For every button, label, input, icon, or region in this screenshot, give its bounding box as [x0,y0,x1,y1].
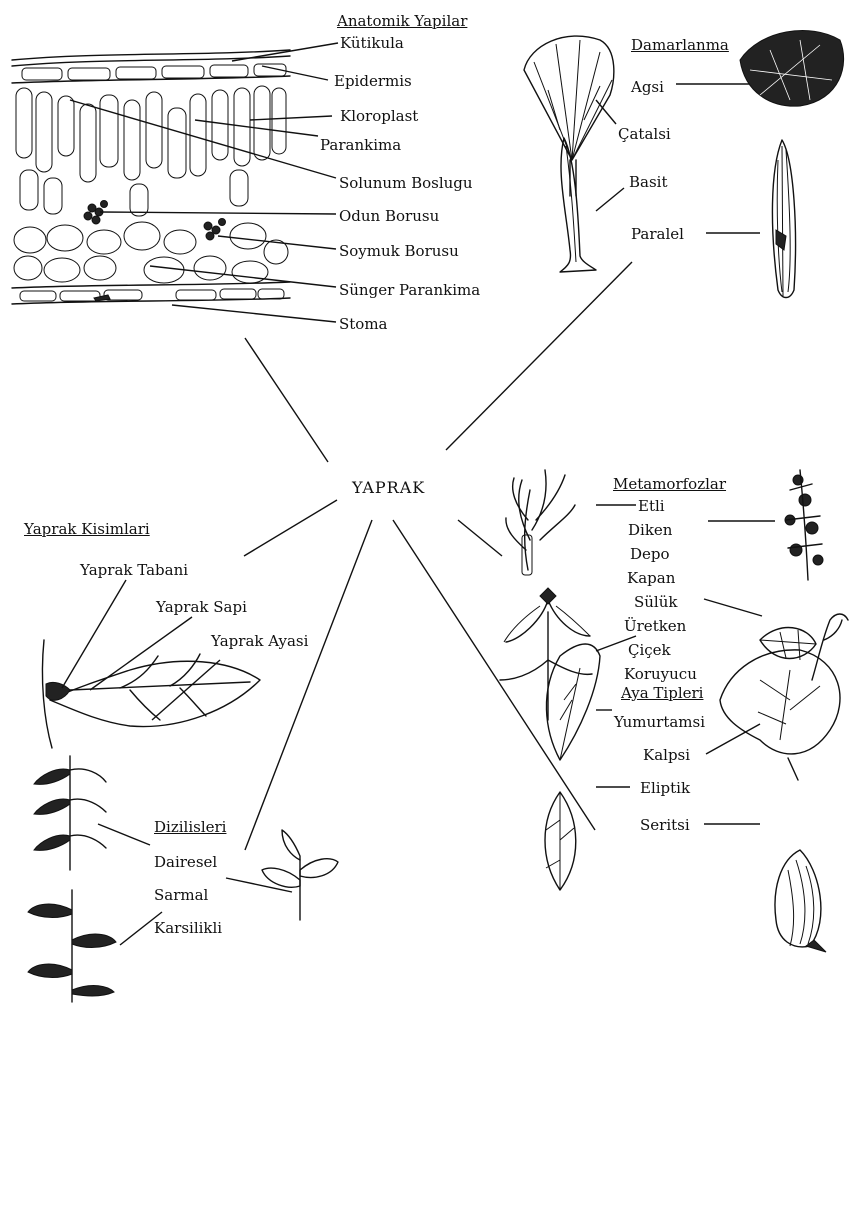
venation-label-simple: Basit [629,173,668,191]
anatomy-label-respiration-cavity: Solunum Boslugu [339,174,473,192]
blade-label-cordate: Kalpsi [643,746,690,764]
venation-drawings [524,30,844,297]
metamorph-label-productive: Üretken [624,617,686,635]
anatomy-label-stoma: Stoma [339,315,388,333]
venation-label-parallel: Paralel [631,225,684,243]
venation-label-forked: Çatalsi [618,125,671,143]
blade-label-ovate: Yumurtamsi [614,713,705,731]
anatomy-leaders [70,43,338,322]
metamorph-label-fleshy: Etli [638,497,665,515]
anatomy-label-parenchyma: Parankima [320,136,401,154]
arrangement-label-spiral: Sarmal [154,886,208,904]
blade-label-elliptic: Eliptik [640,779,690,797]
venation-leaders [596,84,760,233]
leaf-parts-drawing [42,640,260,748]
parts-label-blade: Yaprak Ayasi [211,632,308,650]
metamorph-label-trap: Kapan [627,569,675,587]
arrangement-label-whorled: Dairesel [154,853,217,871]
blade-title: Aya Tipleri [621,684,703,702]
venation-label-net: Agsi [631,78,664,96]
parts-title: Yaprak Kisimlari [24,520,150,538]
connector-metamorph [458,520,502,556]
venation-title: Damarlanma [631,36,729,54]
blade-label-linear: Seritsi [640,816,690,834]
metamorph-label-tendril: Sülük [634,593,677,611]
anatomy-label-cuticle: Kütikula [340,34,404,52]
metamorph-label-storage: Depo [630,545,670,563]
anatomy-label-spongy-parenchyma: Sünger Parankima [339,281,480,299]
metamorph-label-flower: Çiçek [628,641,671,659]
arrangement-title: Dizilisleri [154,818,226,836]
arrangement-label-opposite: Karsilikli [154,919,222,937]
parts-label-base: Yaprak Tabani [80,561,188,579]
anatomy-title: Anatomik Yapilar [337,12,467,30]
anatomy-label-xylem: Odun Borusu [339,207,439,225]
connector-parts [244,500,337,556]
anatomy-label-chloroplast: Kloroplast [340,107,418,125]
connector-anatomy [245,338,328,462]
anatomy-label-phloem: Soymuk Borusu [339,242,459,260]
connector-arrangement [245,520,372,850]
connector-blade [393,520,595,830]
center-title: YAPRAK [352,479,425,497]
arrangement-drawings [28,756,338,1002]
metamorph-label-protective: Koruyucu [624,665,697,683]
metamorph-label-thorn: Diken [628,521,672,539]
hub-connectors [244,262,632,850]
parts-label-petiole: Yaprak Sapi [156,598,247,616]
metamorph-title: Metamorfozlar [613,475,726,493]
anatomy-label-epidermis: Epidermis [334,72,412,90]
